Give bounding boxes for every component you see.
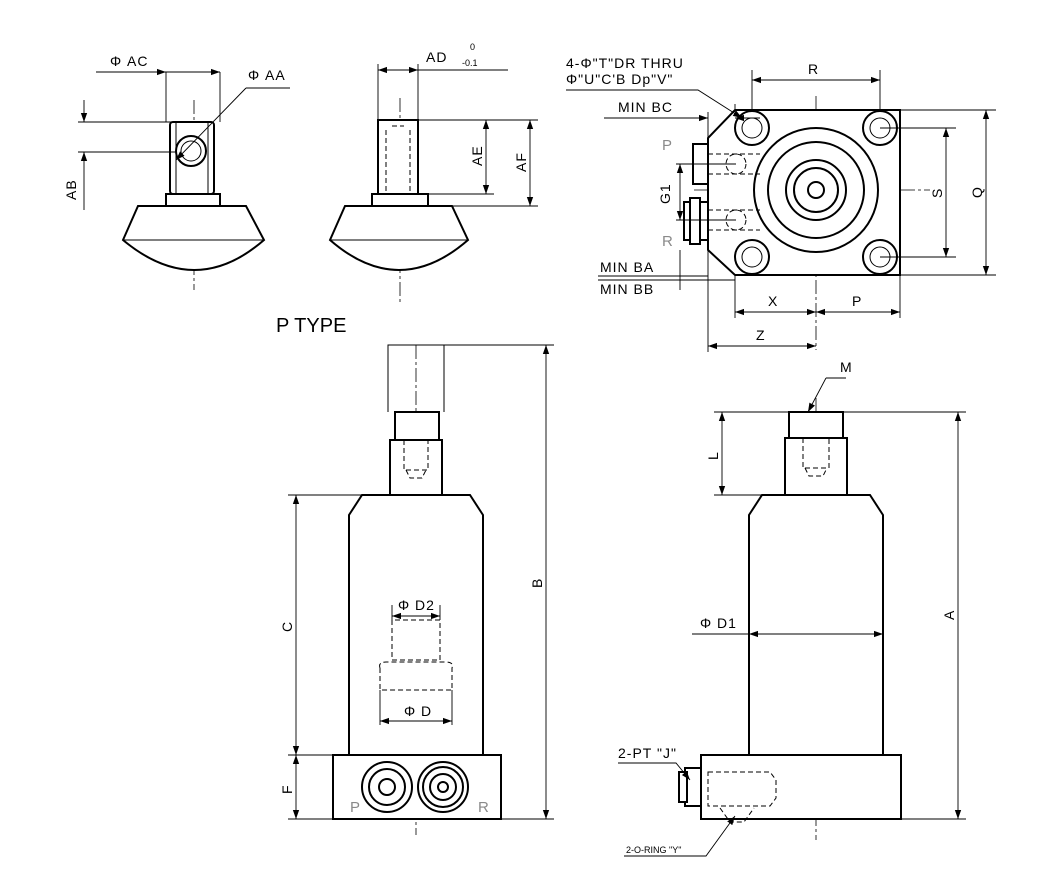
dim-d1-label: Φ D1 [700,615,737,631]
top-view: R 4-Φ"T"DR THRU Φ"U"C'B Dp"V" MIN BC P R… [566,55,996,352]
dim-z-label: Z [756,327,766,343]
dim-a-label: A [941,610,957,620]
dim-af-label: AF [513,152,529,172]
thru-hole-note-2: Φ"U"C'B Dp"V" [566,71,673,87]
port-r-label-front: R [478,799,489,816]
dim-ad-tol-upper: 0 [470,42,475,52]
ptype-title: P TYPE [276,315,346,337]
dim-g1-label: G1 [657,183,673,204]
dim-min-bc-label: MIN BC [618,99,673,115]
port-p-label-top: P [662,137,672,154]
dim-m-label: M [840,359,853,375]
dim-ae-label: AE [469,145,485,166]
dim-s-label: S [929,188,945,198]
dim-ab-label: AB [63,179,79,200]
dim-l-label: L [705,451,721,460]
dim-min-ba-label: MIN BA [600,259,654,275]
dim-d-label: Φ D [404,703,432,719]
dim-r-label: R [808,61,819,77]
dim-min-bb-label: MIN BB [600,281,654,297]
dim-c-label: C [279,621,295,632]
port-p-label-front: P [350,799,360,816]
side-view: M L Φ D1 A 2-PT "J" 2-O-RING "Y" [618,359,966,857]
pt-j-label: 2-PT "J" [618,745,677,761]
dim-q-label: Q [969,186,985,198]
ptype-side-view: AD 0 -0.1 AE AF [328,42,538,305]
dim-f-label: F [279,784,295,794]
port-r-label-top: R [662,233,673,250]
thru-hole-note-1: 4-Φ"T"DR THRU [566,55,684,71]
dim-aa-label: Φ AA [248,67,286,83]
dim-ad-label: AD [426,49,447,65]
dim-b-label: B [529,578,545,588]
ptype-front-view: Φ AC Φ AA AB [63,53,290,290]
dim-ac-label: Φ AC [110,53,149,69]
dim-d2-label: Φ D2 [398,597,435,613]
dim-p-label: P [852,293,862,309]
dim-ad-tol-lower: -0.1 [462,58,478,68]
oring-y-label: 2-O-RING "Y" [626,845,681,855]
dim-x-label: X [768,293,778,309]
front-view: P R Φ D2 Φ D C F B [279,344,554,835]
